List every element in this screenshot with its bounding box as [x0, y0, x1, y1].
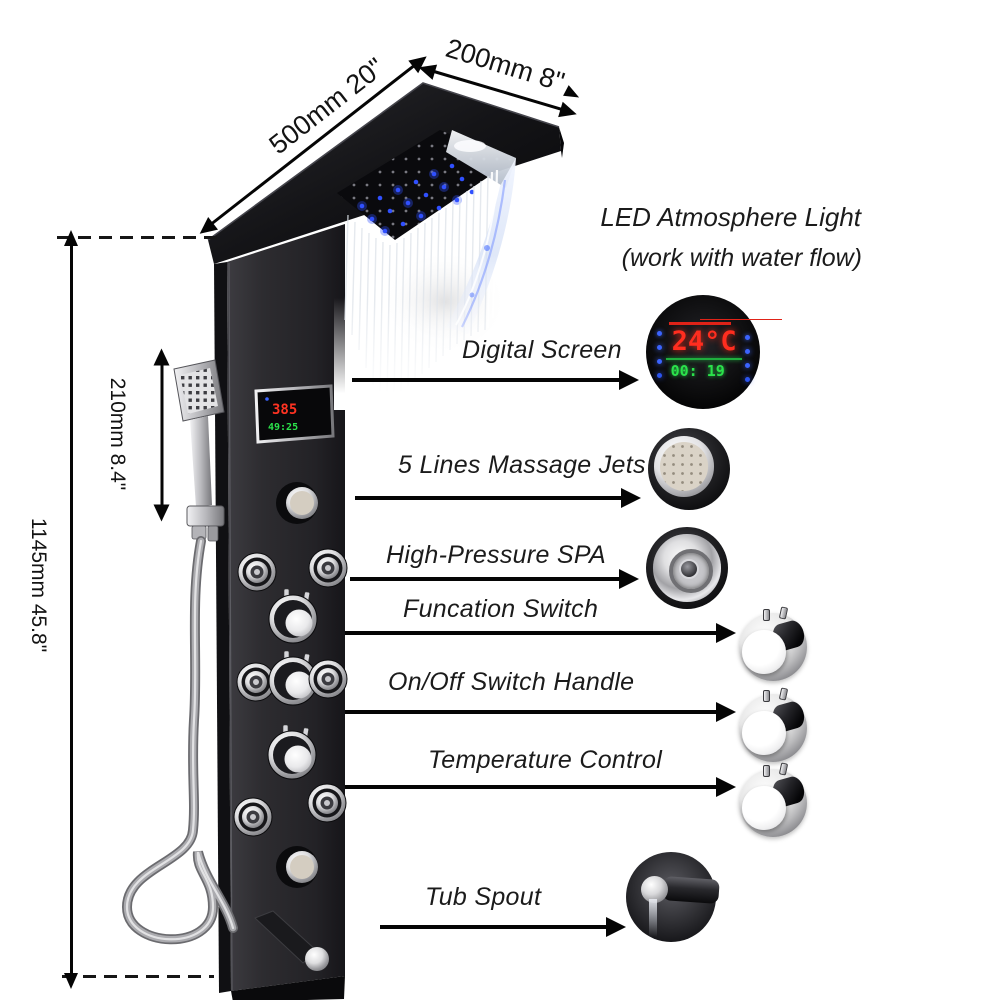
knob-cap — [742, 786, 786, 830]
panel-digital-display: 385 49:25 — [254, 384, 335, 444]
callout-temperature-control: Temperature Control — [428, 746, 663, 774]
massage-button — [276, 482, 318, 524]
hand-shower — [173, 359, 225, 542]
knob-pin — [763, 689, 771, 702]
rain-shower-recess — [337, 130, 516, 240]
panel-display-timer: 49:25 — [268, 422, 298, 433]
callout-function-switch: Funcation Switch — [403, 595, 599, 623]
screen-divider — [665, 357, 743, 360]
handshower-dimension-arrow — [160, 364, 164, 506]
massage-jet-inset — [648, 428, 730, 510]
body-jet — [237, 552, 277, 592]
arrow-onoff-switch — [345, 710, 717, 714]
panel-controls — [233, 482, 348, 971]
panel-display-temp: 385 — [272, 402, 297, 418]
knob-cap — [742, 711, 786, 755]
digital-screen-inset: 24°C 00: 19 — [646, 295, 760, 409]
callout-digital-screen: Digital Screen — [462, 336, 622, 364]
spa-jet-inset — [646, 527, 728, 609]
body-jet — [308, 548, 348, 588]
temperature-knob-inset — [739, 762, 808, 837]
screen-timer: 00: 19 — [670, 361, 725, 380]
led-dots-left — [657, 330, 663, 336]
arrow-temperature-control — [345, 785, 717, 789]
panel-height-label: 1145mm 45.8" — [27, 517, 50, 653]
body-jet — [308, 659, 348, 699]
function-knob-inset — [739, 606, 808, 681]
lower-button — [276, 846, 318, 888]
onoff-knob-inset — [739, 687, 808, 762]
height-dimension-line — [70, 245, 73, 974]
handshower-height-label: 210mm 8.4" — [106, 377, 129, 491]
led-note-line1: LED Atmosphere Light — [600, 202, 861, 232]
arrow-function-switch — [345, 631, 717, 635]
callout-onoff-switch: On/Off Switch Handle — [388, 668, 635, 696]
screen-red-bar — [669, 321, 732, 325]
dashed-line-bottom — [62, 975, 214, 978]
arrow-massage-jets — [355, 496, 622, 500]
led-note-line2: (work with water flow) — [621, 244, 862, 272]
body-jet — [233, 797, 273, 837]
spout-bar — [662, 876, 720, 905]
callout-massage-jets: 5 Lines Massage Jets — [398, 451, 646, 479]
water-fade — [334, 298, 506, 410]
knob-pin — [763, 608, 771, 621]
arrow-high-pressure-spa — [350, 577, 620, 581]
arrow-tub-spout — [380, 925, 607, 929]
callout-tub-spout: Tub Spout — [425, 883, 542, 911]
shower-holder — [186, 505, 225, 527]
callout-high-pressure-spa: High-Pressure SPA — [386, 541, 606, 569]
knob-pin — [763, 764, 771, 777]
knob-cap — [742, 630, 786, 674]
led-lights — [357, 163, 475, 236]
led-dots-right — [744, 334, 750, 340]
spout-stream — [649, 898, 658, 937]
dashed-line-top — [57, 236, 217, 239]
arrow-digital-screen — [352, 378, 620, 382]
shower-hose — [121, 536, 238, 945]
body-jet — [307, 783, 347, 823]
screen-temperature: 24°C — [671, 325, 737, 357]
spa-nozzle — [678, 558, 700, 580]
jet-face — [659, 442, 709, 491]
tub-spout — [254, 910, 329, 971]
screen-content: 24°C 00: 19 — [657, 318, 750, 389]
tub-spout-inset — [626, 852, 720, 942]
